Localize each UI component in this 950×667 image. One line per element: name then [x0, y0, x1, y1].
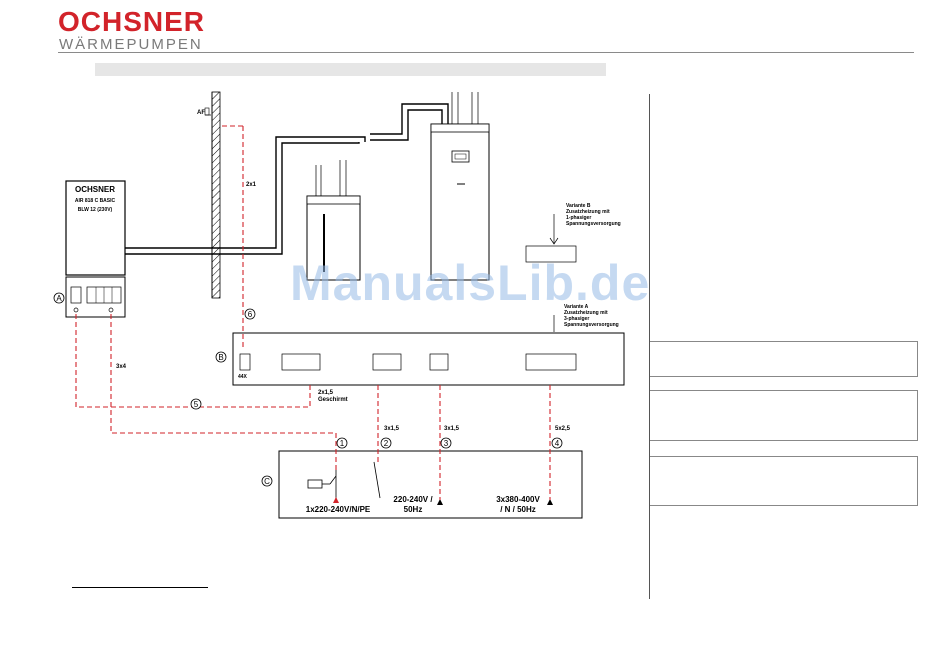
cable-2x15-label: 2x1,5 [318, 390, 334, 396]
column-divider [649, 94, 650, 599]
svg-text:5: 5 [194, 400, 199, 409]
svg-text:3: 3 [444, 439, 449, 448]
svg-text:Variante A: Variante A [564, 304, 589, 310]
supply-1-label: 1x220-240V/N/PE [306, 505, 371, 514]
circle-marker-5: 5 [190, 398, 202, 410]
supply-2-sub: 50Hz [404, 505, 423, 514]
indoor-module [430, 92, 490, 281]
pipe-lines [125, 103, 449, 255]
header-divider [58, 52, 914, 53]
component-marker-a: A [53, 292, 65, 304]
supply-2-label: 220-240V / [393, 495, 433, 504]
cable-5x25-label: 5x2,5 [555, 426, 571, 432]
variant-b-terminal: Variante B Zusatzheizung mit 1-phasiger … [525, 203, 621, 263]
svg-text:B: B [218, 353, 223, 362]
circle-marker-2: 2 [380, 437, 392, 449]
circle-marker-3: 3 [440, 437, 452, 449]
unit-model: AIR 818 C BASIC [75, 198, 116, 204]
unit-variant: BLW 12 (230V) [78, 207, 113, 213]
svg-text:Zusatzheizung mit: Zusatzheizung mit [566, 209, 610, 215]
side-note-box-3 [650, 456, 918, 506]
cable-3x15a-label: 3x1,5 [384, 426, 400, 432]
circle-marker-4: 4 [551, 437, 563, 449]
svg-text:1: 1 [340, 439, 345, 448]
cable-3x15b-label: 3x1,5 [444, 426, 460, 432]
circle-marker-1: 1 [336, 437, 348, 449]
footnote-divider [72, 587, 208, 588]
svg-text:6: 6 [248, 310, 253, 319]
hot-water-tank [306, 160, 361, 281]
side-note-box-1 [650, 341, 918, 377]
control-box-b: 44X [232, 332, 625, 386]
svg-text:44X: 44X [238, 374, 248, 380]
supply-3-label: 3x380-400V [496, 495, 540, 504]
svg-text:C: C [264, 477, 270, 486]
svg-text:2: 2 [384, 439, 389, 448]
supply-box-c: 1x220-240V/N/PE 220-240V / 50Hz 3x380-40… [278, 450, 583, 519]
circle-marker-6: 6 [244, 308, 256, 320]
svg-text:Zusatzheizung mit: Zusatzheizung mit [564, 310, 608, 316]
svg-text:Spannungsversorgung: Spannungsversorgung [566, 221, 621, 227]
svg-text:3-phasiger: 3-phasiger [564, 316, 589, 322]
building-wall [211, 91, 221, 299]
watermark: ManualsLib.de [290, 255, 651, 311]
brand-logo: OCHSNER [58, 6, 206, 37]
brand-subtitle: WÄRMEPUMPEN [59, 36, 203, 53]
side-note-box-2 [650, 390, 918, 441]
cable-shielded-label: Geschirmt [318, 397, 348, 403]
svg-text:4: 4 [555, 439, 560, 448]
supply-3-sub: / N / 50Hz [500, 505, 536, 514]
outdoor-unit: OCHSNER AIR 818 C BASIC BLW 12 (230V) [65, 180, 126, 276]
svg-text:A: A [56, 294, 62, 303]
svg-text:Spannungsversorgung: Spannungsversorgung [564, 322, 619, 328]
component-marker-b: B [215, 351, 227, 363]
cable-2x1-label: 2x1 [246, 182, 257, 188]
outdoor-terminal-box [65, 276, 126, 318]
unit-brand: OCHSNER [75, 185, 115, 194]
svg-text:1-phasiger: 1-phasiger [566, 215, 591, 221]
cable-3x4-label: 3x4 [116, 364, 127, 370]
variant-a-label: Variante A Zusatzheizung mit 3-phasiger … [553, 304, 619, 332]
section-title-bar [95, 63, 606, 76]
wall-af-label: AF [197, 107, 211, 116]
component-marker-c: C [261, 475, 273, 487]
svg-text:Variante B: Variante B [566, 203, 591, 209]
svg-text:AF: AF [197, 110, 205, 116]
